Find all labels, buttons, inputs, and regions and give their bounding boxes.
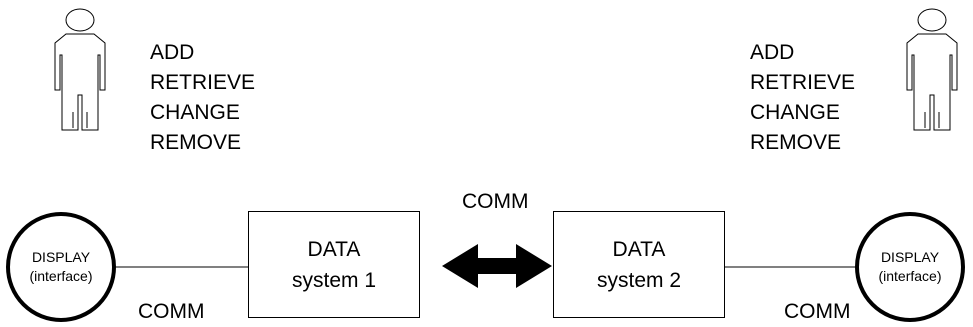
data-system-1-box: DATA system 1 [248,211,420,318]
system-label-line2: system 1 [291,268,377,292]
display-subtitle: (interface) [878,268,942,284]
operation-change: CHANGE [750,101,840,124]
right-comm-label: COMM [784,300,851,323]
operation-remove: REMOVE [750,131,842,154]
display-subtitle: (interface) [29,268,93,284]
operation-change: CHANGE [150,101,240,124]
operation-retrieve: RETRIEVE [150,71,256,94]
operation-add: ADD [150,41,195,64]
left-display-interface: DISPLAY (interface) [6,212,116,322]
display-title: DISPLAY [880,249,940,265]
left-operations-list: ADD RETRIEVE CHANGE REMOVE [150,38,255,158]
system-label-line2: system 2 [596,268,682,292]
operation-retrieve: RETRIEVE [750,71,856,94]
person-icon [906,8,958,131]
right-operations-list: ADD RETRIEVE CHANGE REMOVE [750,38,855,158]
person-icon [54,8,106,131]
system-label-line1: DATA [612,237,666,261]
system-label-line1: DATA [307,237,361,261]
display-title: DISPLAY [31,249,91,265]
right-display-interface: DISPLAY (interface) [855,212,965,322]
double-arrow-icon [442,244,552,288]
operation-add: ADD [750,41,795,64]
link-comm-label: COMM [462,190,529,213]
left-comm-label: COMM [138,300,205,323]
data-system-2-box: DATA system 2 [553,211,725,318]
operation-remove: REMOVE [150,131,242,154]
